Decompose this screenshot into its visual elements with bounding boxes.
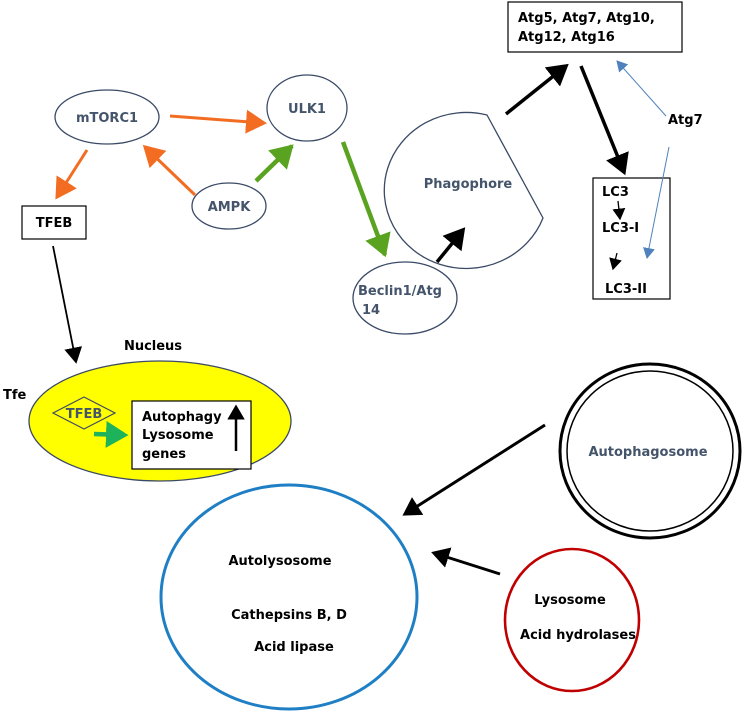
autolysosome: [159, 483, 419, 711]
tfeb-label: TFEB: [36, 216, 73, 231]
acid-lipase-label: Acid lipase: [254, 640, 334, 655]
autophagosome-outer-ring: [558, 362, 742, 540]
arrow-tfeb-to-genes: [93, 420, 129, 448]
ulk1-label: ULK1: [288, 102, 326, 117]
atg-complex-label-line1: Atg5, Atg7, Atg10,: [518, 11, 655, 26]
tfeb-box: [21, 205, 87, 240]
ulk1-node: [266, 74, 348, 142]
genes-label-line1: Autophagy: [142, 410, 222, 425]
mtorc1-label: mTORC1: [76, 111, 138, 126]
atg7-label: Atg7: [668, 113, 703, 128]
arrow-beclin1-to-phagophore: [435, 227, 466, 264]
arrow-atg7-to-atg-complex: [616, 60, 667, 117]
beclin1-atg14-node: [352, 261, 458, 335]
genes-label-line3: genes: [142, 447, 186, 462]
lysosome-label: Lysosome: [534, 593, 606, 608]
arrow-ampk-to-mtorc1: [142, 144, 197, 197]
cathepsins-label: Cathepsins B, D: [231, 608, 347, 623]
lc3-i-label: LC3-I: [602, 221, 639, 236]
autophagosome-inner-ring: [566, 370, 734, 532]
acid-hydrolases-label: Acid hydrolases: [520, 628, 636, 643]
tfeb-nuclear-diamond: [51, 396, 117, 430]
arrow-lysosome-to-autolysosome: [431, 547, 501, 576]
arrow-mtorc1-to-tfeb: [55, 149, 89, 200]
nucleus-label: Nucleus: [124, 339, 182, 354]
arrow-tfeb-to-nucleus: [52, 245, 83, 364]
arrow-ampk-to-ulk1: [254, 144, 294, 183]
arrow-autophagosome-to-autolysosome: [402, 423, 546, 516]
genes-label-line2: Lysosome: [142, 428, 214, 443]
arrow-phagophore-to-atg-complex: [504, 63, 569, 116]
arrow-lc3-to-lc3-i: [612, 200, 626, 221]
ampk-label: AMPK: [208, 200, 252, 215]
arrow-ulk1-to-beclin1: [340, 141, 391, 258]
tfeb-nuclear-label: TFEB: [66, 407, 103, 422]
autophagosome-label: Autophagosome: [588, 445, 707, 460]
lysosome: [503, 547, 641, 693]
phagophore-label: Phagophore: [424, 177, 513, 192]
autolysosome-label: Autolysosome: [228, 554, 331, 569]
lc3-ii-label: LC3-II: [605, 282, 647, 297]
atg-complex-box: [507, 1, 683, 53]
tfe-label: Tfe: [3, 388, 27, 403]
lc3-label: LC3: [602, 185, 629, 200]
beclin1-label-line1: Beclin1/Atg: [358, 284, 442, 299]
atg-complex-label-line2: Atg12, Atg16: [518, 30, 615, 45]
ampk-node: [191, 182, 267, 230]
arrow-atg-complex-to-lc3: [579, 65, 629, 176]
mtorc1-node: [54, 89, 160, 145]
lc3-box: [592, 177, 671, 300]
arrow-mtorc1-to-ulk1: [169, 109, 267, 134]
beclin1-label-line2: 14: [362, 303, 380, 318]
phagophore-node: [383, 111, 544, 270]
arrow-atg7-to-lc3-ii: [643, 146, 670, 259]
arrow-lc3-i-to-lc3-ii: [609, 252, 622, 271]
